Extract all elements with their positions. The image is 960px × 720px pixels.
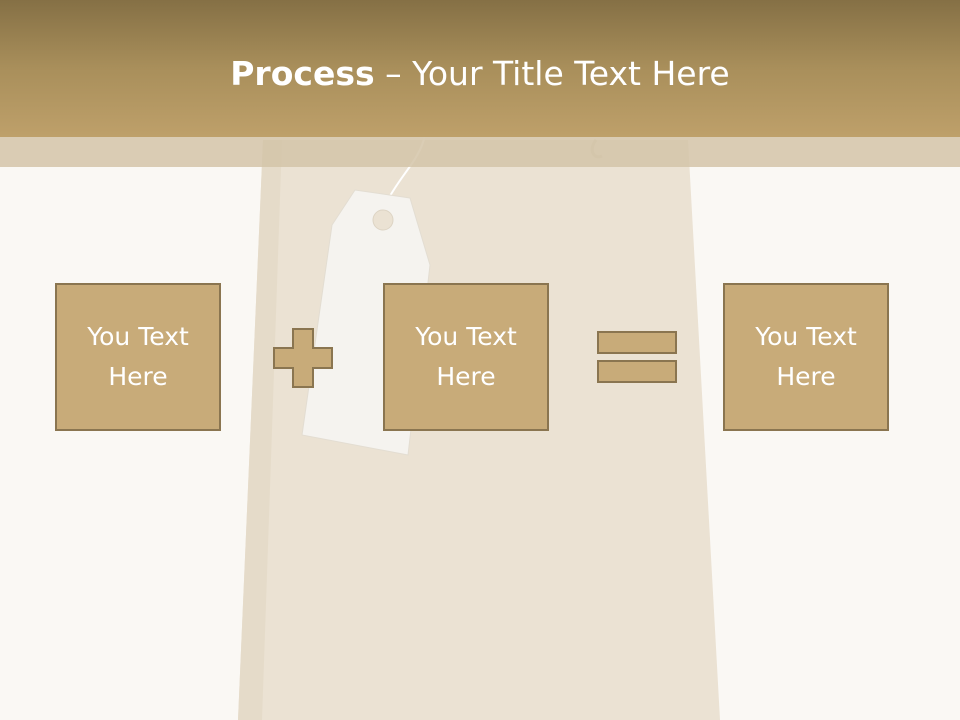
- process-box-3-text: You Text Here: [755, 322, 857, 391]
- process-box-2[interactable]: You Text Here: [383, 283, 549, 431]
- title-bold: Process: [230, 54, 375, 93]
- slide-title[interactable]: Process – Your Title Text Here: [0, 52, 960, 96]
- title-separator: –: [374, 54, 413, 93]
- title-underline-band: [0, 137, 960, 167]
- process-box-2-text: You Text Here: [415, 322, 517, 391]
- process-box-1-text: You Text Here: [87, 322, 189, 391]
- equals-icon: [597, 331, 677, 383]
- process-box-3[interactable]: You Text Here: [723, 283, 889, 431]
- title-bar: [0, 0, 960, 137]
- title-text: Your Title Text Here: [412, 54, 730, 93]
- plus-icon: [273, 328, 333, 388]
- process-box-1[interactable]: You Text Here: [55, 283, 221, 431]
